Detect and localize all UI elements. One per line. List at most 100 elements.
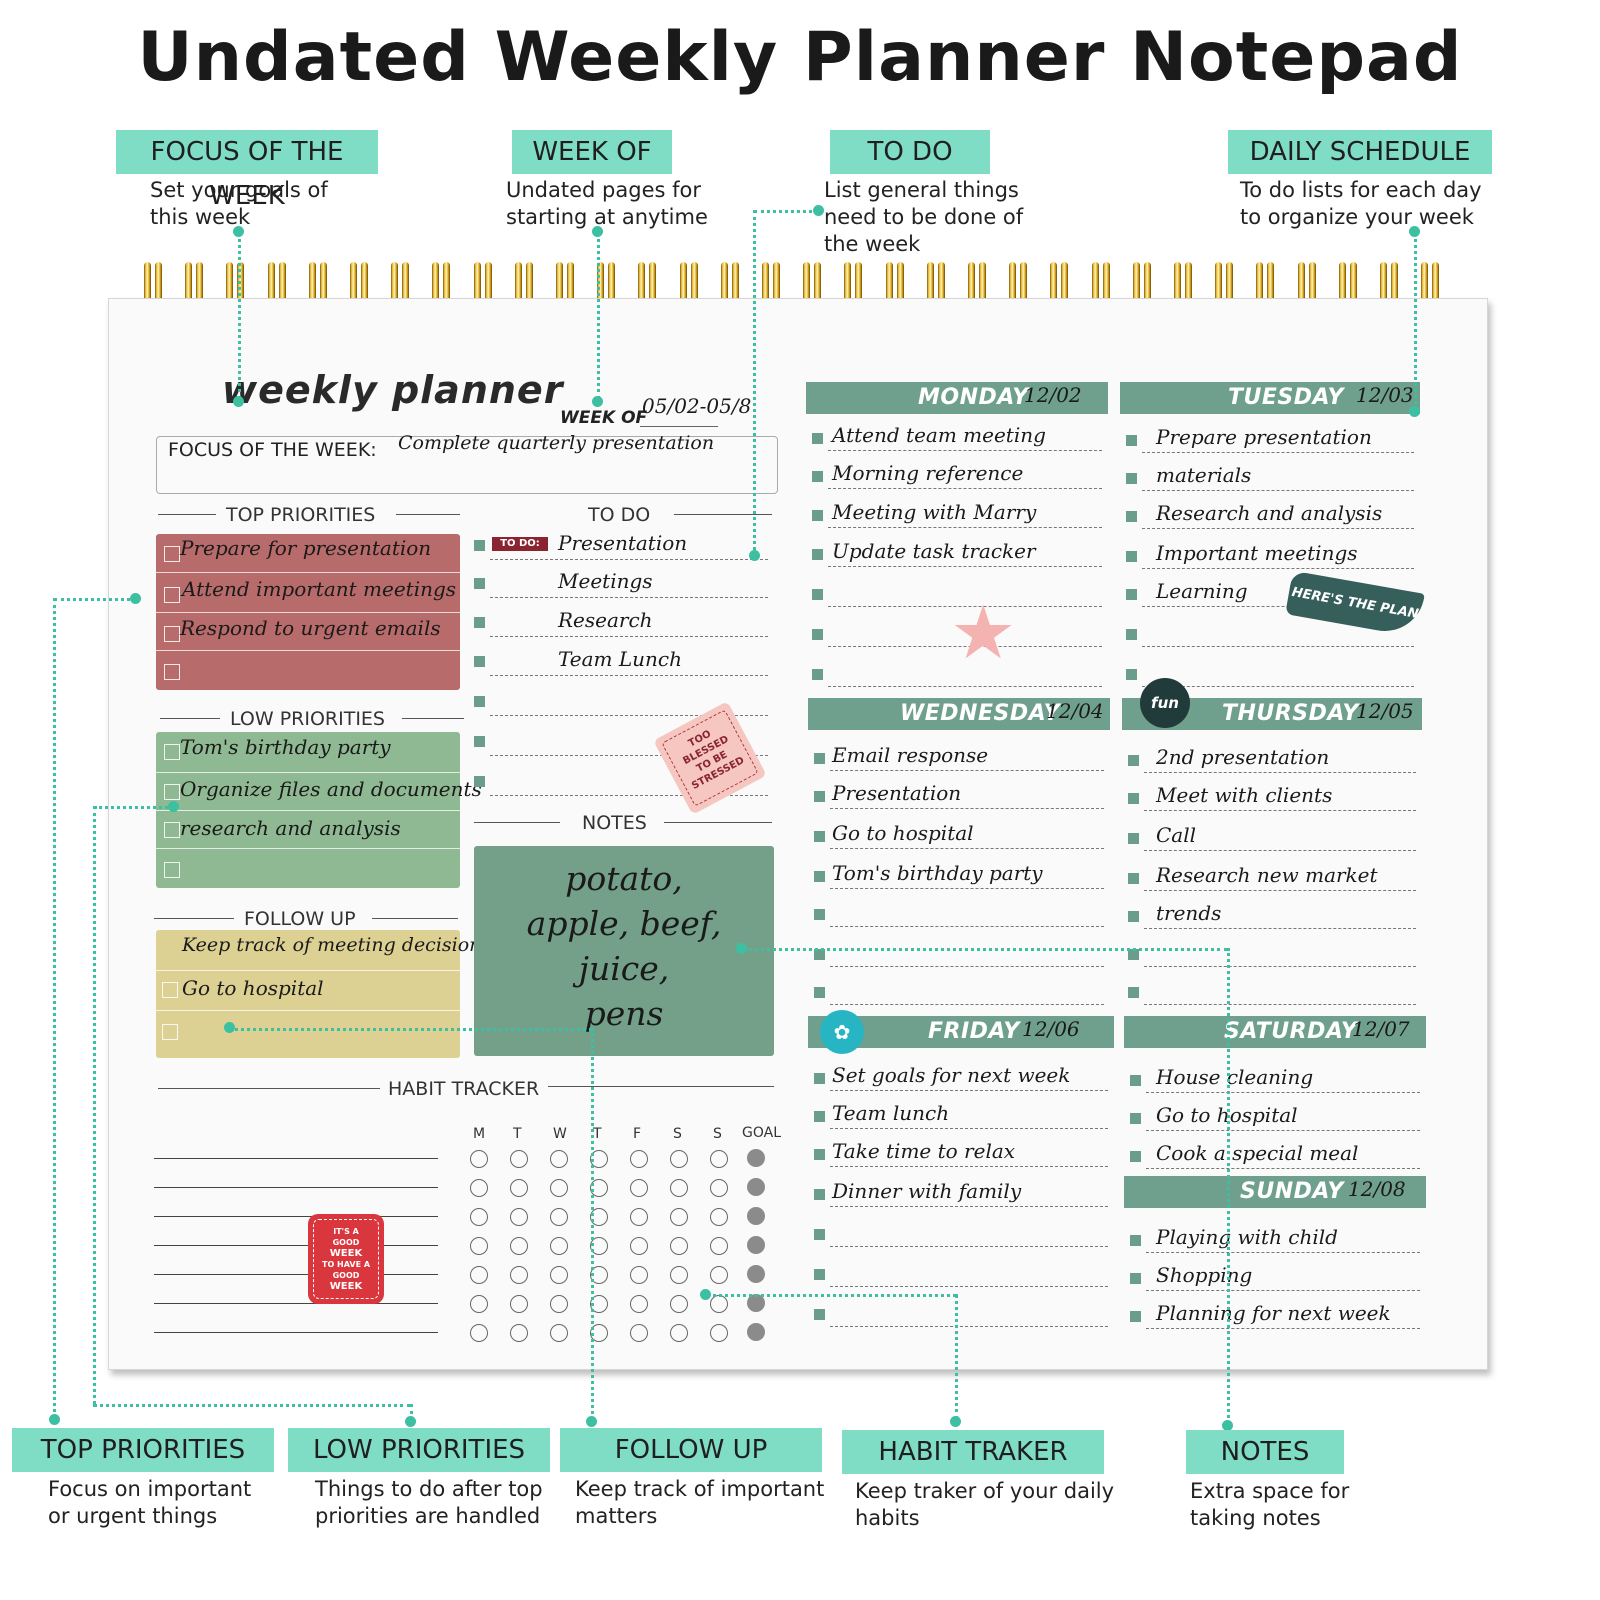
habit-circle[interactable] (550, 1179, 568, 1197)
habit-circle[interactable] (470, 1208, 488, 1226)
habit-circle[interactable] (550, 1208, 568, 1226)
leader-line (93, 806, 96, 1404)
habit-circle[interactable] (590, 1324, 608, 1342)
habit-circle[interactable] (710, 1179, 728, 1197)
habit-circle[interactable] (630, 1208, 648, 1226)
todo-bullet (474, 578, 485, 589)
habit-circle[interactable] (470, 1295, 488, 1313)
low-priority-item: Organize files and documents (180, 777, 482, 801)
follow-up-item: Go to hospital (182, 976, 324, 1000)
day-item: Set goals for next week (832, 1063, 1071, 1087)
leader-line (955, 1294, 958, 1420)
habit-circle[interactable] (710, 1266, 728, 1284)
day-line (830, 966, 1104, 967)
habit-circle[interactable] (510, 1150, 528, 1168)
day-line (828, 646, 1102, 647)
leader-line (597, 232, 600, 400)
day-bullet (1128, 949, 1139, 960)
habit-circle[interactable] (550, 1266, 568, 1284)
habit-circle[interactable] (710, 1324, 728, 1342)
day-bullet (1130, 1113, 1141, 1124)
habit-circle[interactable] (550, 1324, 568, 1342)
todo-item: Meetings (558, 569, 653, 593)
day-bullet (814, 1309, 825, 1320)
top-priority-item: Attend important meetings (182, 577, 457, 601)
day-item: Learning (1156, 579, 1248, 603)
habit-circle[interactable] (710, 1237, 728, 1255)
habit-circle[interactable] (670, 1295, 688, 1313)
habit-circle[interactable] (630, 1295, 648, 1313)
leader-line (93, 1404, 411, 1407)
leader-line (1414, 232, 1417, 410)
habit-circle[interactable] (630, 1179, 648, 1197)
day-line (1142, 686, 1414, 687)
habit-goal-dot (747, 1149, 765, 1167)
todo-bullet (474, 617, 485, 628)
focus-label: FOCUS OF THE WEEK: (168, 439, 377, 461)
habit-circle[interactable] (630, 1266, 648, 1284)
habit-circle[interactable] (510, 1237, 528, 1255)
habit-circle[interactable] (590, 1237, 608, 1255)
habit-circle[interactable] (670, 1179, 688, 1197)
day-date: 12/07 (1352, 1017, 1410, 1041)
habit-circle[interactable] (590, 1179, 608, 1197)
divider (372, 918, 458, 919)
day-line (1144, 850, 1416, 851)
day-bullet (1128, 987, 1139, 998)
habit-goal-dot (747, 1236, 765, 1254)
habit-circle[interactable] (510, 1266, 528, 1284)
leader-line (1227, 948, 1230, 1424)
page-title: Undated Weekly Planner Notepad (137, 18, 1463, 97)
habit-circle[interactable] (590, 1266, 608, 1284)
notes-line: juice, (578, 949, 670, 988)
habit-circle[interactable] (550, 1150, 568, 1168)
habit-circle[interactable] (470, 1324, 488, 1342)
habit-circle[interactable] (710, 1208, 728, 1226)
habit-circle[interactable] (710, 1295, 728, 1313)
habit-circle[interactable] (590, 1150, 608, 1168)
habit-circle[interactable] (670, 1266, 688, 1284)
habit-circle[interactable] (510, 1324, 528, 1342)
day-line (1146, 1328, 1420, 1329)
habit-circle[interactable] (470, 1266, 488, 1284)
day-line (828, 527, 1102, 528)
habit-circle[interactable] (510, 1295, 528, 1313)
habit-circle[interactable] (670, 1324, 688, 1342)
week-of-label: WEEK OF (560, 408, 648, 428)
notes-heading: NOTES (582, 812, 647, 834)
habit-circle[interactable] (670, 1237, 688, 1255)
habit-circle[interactable] (630, 1150, 648, 1168)
habit-line (154, 1274, 438, 1275)
habit-circle[interactable] (670, 1208, 688, 1226)
todo-line (490, 675, 768, 676)
callout-habit-label: HABIT TRAKER (842, 1430, 1104, 1474)
day-item: Email response (832, 743, 989, 767)
habit-day-label: M (473, 1126, 486, 1142)
day-bullet (814, 1269, 825, 1280)
day-item: Go to hospital (832, 821, 974, 845)
habit-circle[interactable] (590, 1295, 608, 1313)
habit-goal-dot (747, 1323, 765, 1341)
habit-circle[interactable] (510, 1179, 528, 1197)
leader-line (238, 232, 241, 400)
habit-circle[interactable] (470, 1179, 488, 1197)
day-line (830, 1246, 1108, 1247)
habit-circle[interactable] (550, 1237, 568, 1255)
day-bullet (1126, 669, 1137, 680)
low-priorities-box: Tom's birthday party Organize files and … (156, 732, 482, 888)
habit-circle[interactable] (630, 1324, 648, 1342)
habit-circle[interactable] (590, 1208, 608, 1226)
habit-circle[interactable] (470, 1237, 488, 1255)
habit-circle[interactable] (710, 1150, 728, 1168)
leader-line (742, 948, 1228, 951)
habit-circle[interactable] (670, 1150, 688, 1168)
habit-circle[interactable] (510, 1208, 528, 1226)
habit-circle[interactable] (470, 1150, 488, 1168)
habit-circle[interactable] (630, 1237, 648, 1255)
habit-circle[interactable] (550, 1295, 568, 1313)
day-line (830, 1128, 1108, 1129)
